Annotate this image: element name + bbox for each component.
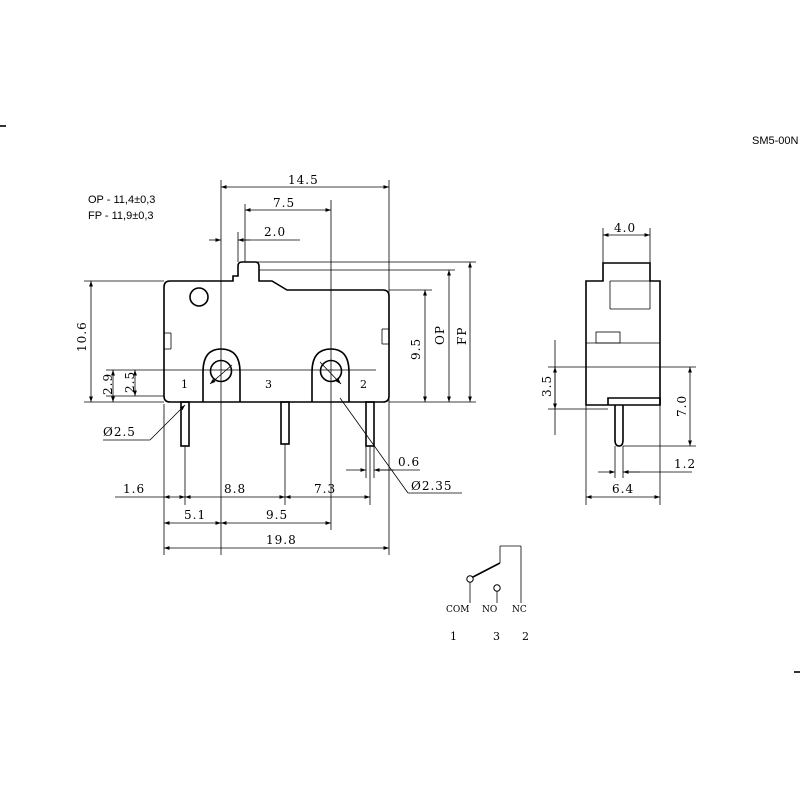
reference-circle bbox=[189, 287, 209, 307]
dim-left-to-hole: 5.1 bbox=[184, 508, 206, 522]
dim-pin-thickness: 0.6 bbox=[398, 455, 420, 469]
pin-label-3: 3 bbox=[265, 378, 272, 391]
pin-label-2: 2 bbox=[360, 378, 367, 391]
dim-fp-label: FP bbox=[455, 327, 469, 345]
dim-pin-width: 1.2 bbox=[674, 457, 696, 471]
side-view: 4.0 3.5 7.0 1.2 6.4 bbox=[540, 221, 696, 505]
terminal-number-2: 2 bbox=[522, 630, 529, 643]
dim-hole-height-b: 2.5 bbox=[123, 371, 137, 393]
terminal-3 bbox=[280, 401, 290, 445]
terminal-1 bbox=[180, 401, 190, 447]
terminal-no-label: NO bbox=[482, 605, 497, 615]
dim-top-width: 4.0 bbox=[614, 221, 636, 235]
terminal-nc-label: NC bbox=[512, 605, 527, 615]
terminal-number-3: 3 bbox=[493, 630, 500, 643]
free-position-spec: FP - 11,9±0,3 bbox=[88, 210, 154, 222]
dim-actuator: 2.0 bbox=[264, 225, 286, 239]
switch-schematic: COM NO NC 1 3 2 bbox=[446, 545, 529, 643]
dim-total-length: 19.8 bbox=[266, 533, 297, 547]
pin-label-1: 1 bbox=[181, 378, 188, 391]
side-body-outline bbox=[585, 262, 661, 406]
dim-op: 9.5 bbox=[409, 338, 423, 360]
dim-pitch-3-2: 7.3 bbox=[314, 482, 336, 496]
terminal-com-label: COM bbox=[446, 605, 469, 615]
dim-pitch-1-3: 8.8 bbox=[224, 482, 246, 496]
no-contact bbox=[493, 584, 501, 592]
dim-base-width: 6.4 bbox=[612, 482, 634, 496]
operating-position-spec: OP - 11,4±0,3 bbox=[88, 194, 155, 206]
terminal-number-1: 1 bbox=[450, 630, 457, 643]
dim-hole-diameter: Ø2.35 bbox=[411, 479, 453, 493]
dim-body-height: 3.5 bbox=[540, 375, 554, 397]
dim-pin-diameter: Ø2.5 bbox=[103, 425, 136, 439]
part-code: SM5-00N bbox=[752, 135, 799, 147]
switch-body-outline bbox=[163, 261, 390, 403]
dim-op-label: OP bbox=[433, 325, 447, 345]
dim-height: 10.6 bbox=[75, 321, 89, 352]
dim-left-offset: 1.6 bbox=[123, 482, 145, 496]
switch-lever bbox=[470, 562, 501, 579]
side-terminal bbox=[614, 405, 624, 447]
dim-total-height: 7.0 bbox=[675, 395, 689, 417]
front-view: 1 3 2 14.5 7.5 2.0 10.6 bbox=[75, 173, 476, 555]
dim-center-to-edge: 7.5 bbox=[273, 196, 295, 210]
mounting-boss-left bbox=[202, 348, 241, 402]
dim-overall-width: 14.5 bbox=[288, 173, 319, 187]
dim-hole-height-a: 2.9 bbox=[101, 373, 115, 395]
com-contact bbox=[466, 575, 474, 583]
dim-hole-spacing: 9.5 bbox=[266, 508, 288, 522]
mounting-boss-right bbox=[311, 348, 350, 402]
